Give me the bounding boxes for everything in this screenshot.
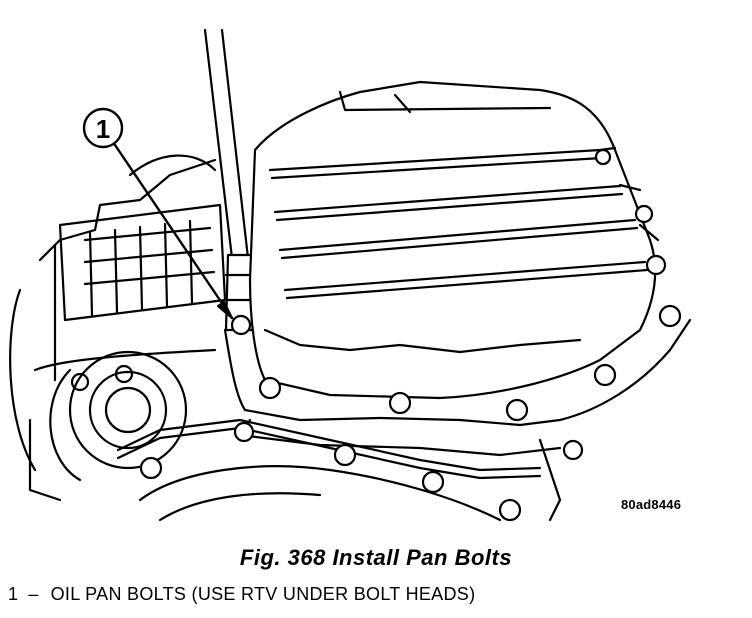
figure-caption: Fig. 368 Install Pan Bolts [239, 545, 513, 570]
legend-number: 1 [8, 584, 19, 604]
callout-1: 1 [82, 107, 234, 320]
oil-pan [248, 80, 660, 400]
legend-text: OIL PAN BOLTS (USE RTV UNDER BOLT HEADS) [50, 584, 476, 604]
dipstick-tube [203, 28, 256, 332]
converter-housing [28, 350, 188, 502]
transmission-case [9, 154, 227, 472]
callout-number: 1 [96, 114, 110, 144]
legend-dash: – [28, 584, 39, 604]
rear-housing [138, 465, 502, 522]
figure-code: 80ad8446 [621, 497, 682, 512]
pan-bolts [139, 148, 682, 522]
legend-item: 1–OIL PAN BOLTS (USE RTV UNDER BOLT HEAD… [8, 584, 475, 605]
transmission-illustration: 1 [9, 28, 692, 522]
